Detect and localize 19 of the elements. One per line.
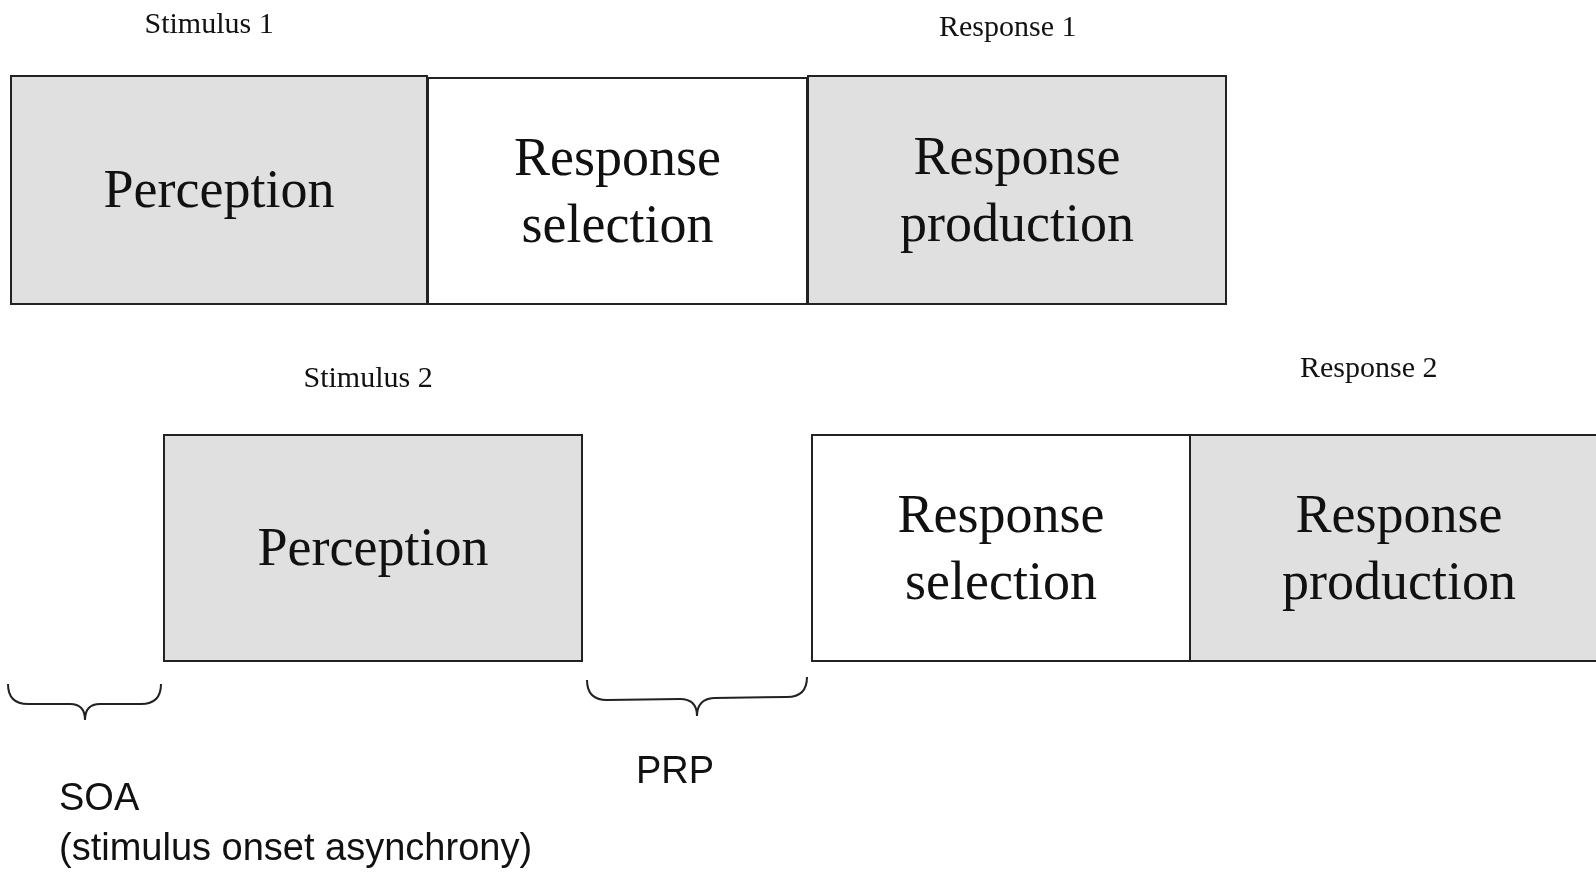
response-label: Response 1 (939, 9, 1077, 43)
interval-label: SOA (59, 776, 140, 819)
box-label: Response production (899, 124, 1135, 255)
box-label: Perception (256, 516, 490, 580)
box-label: Response production (1281, 482, 1517, 613)
stimulus-label: Stimulus 1 (144, 6, 274, 40)
process-box (163, 434, 583, 662)
interval-description: (stimulus onset asynchrony) (59, 826, 533, 869)
box-label: Perception (102, 158, 336, 222)
process-box (427, 77, 808, 305)
process-box (1189, 434, 1596, 662)
process-box (811, 434, 1191, 662)
box-label: Response selection (513, 125, 722, 256)
stimulus-label: Stimulus 2 (303, 360, 433, 394)
box-label: Response selection (896, 482, 1106, 613)
interval-label: PRP (636, 749, 715, 792)
process-box (10, 75, 428, 305)
response-label: Response 2 (1300, 350, 1438, 384)
process-box (807, 75, 1227, 305)
